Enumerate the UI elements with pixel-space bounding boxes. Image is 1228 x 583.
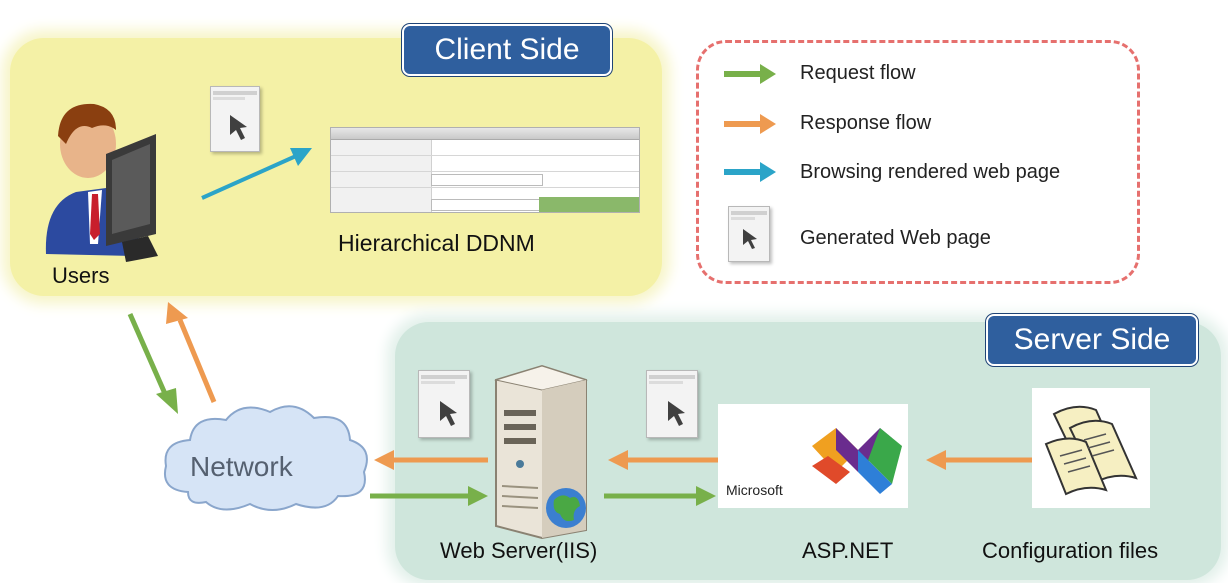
client-webpage-icon	[210, 86, 260, 152]
client-side-badge: Client Side	[402, 24, 612, 76]
server-flow-arrows	[370, 450, 1032, 506]
config-files-label: Configuration files	[982, 538, 1159, 563]
response-arrow-config-aspnet	[926, 450, 1032, 470]
network-cloud-icon	[164, 405, 368, 511]
legend-webpage-label: Generated Web page	[800, 227, 991, 249]
web-server-icon	[494, 364, 588, 540]
request-arrow-users-network	[127, 312, 178, 414]
users-label: Users	[52, 263, 110, 288]
response-arrow-server-network	[374, 450, 488, 470]
legend-response-label: Response flow	[800, 112, 932, 134]
legend-browse-label: Browsing rendered web page	[800, 161, 1061, 183]
request-arrow-server-aspnet	[604, 486, 716, 506]
aspnet-vendor-label: Microsoft	[726, 482, 783, 498]
web-server-label: Web Server(IIS)	[440, 538, 598, 563]
server-webpage-icon-2	[646, 370, 698, 438]
users-network-arrows	[127, 302, 217, 414]
legend-request-arrow	[724, 64, 776, 84]
legend-response-arrow	[724, 114, 776, 134]
response-arrow-aspnet-server	[608, 450, 718, 470]
server-webpage-icon-1	[418, 370, 470, 438]
legend-request-label: Request flow	[800, 62, 916, 84]
legend-webpage-icon	[728, 206, 770, 262]
network-label: Network	[190, 451, 293, 482]
legend-arrows	[724, 64, 776, 182]
users-icon	[45, 103, 158, 262]
server-side-badge: Server Side	[986, 314, 1198, 366]
legend	[696, 40, 1140, 284]
ddnm-table-image	[330, 127, 640, 213]
configuration-files-icon	[1044, 405, 1138, 496]
ddnm-label: Hierarchical DDNM	[338, 230, 535, 256]
browse-arrow	[201, 148, 312, 200]
request-arrow-network-server	[370, 486, 488, 506]
aspnet-label: ASP.NET	[802, 538, 894, 563]
visual-studio-logo-icon	[812, 428, 902, 494]
legend-browse-arrow	[724, 162, 776, 182]
response-arrow-network-users	[166, 302, 217, 403]
